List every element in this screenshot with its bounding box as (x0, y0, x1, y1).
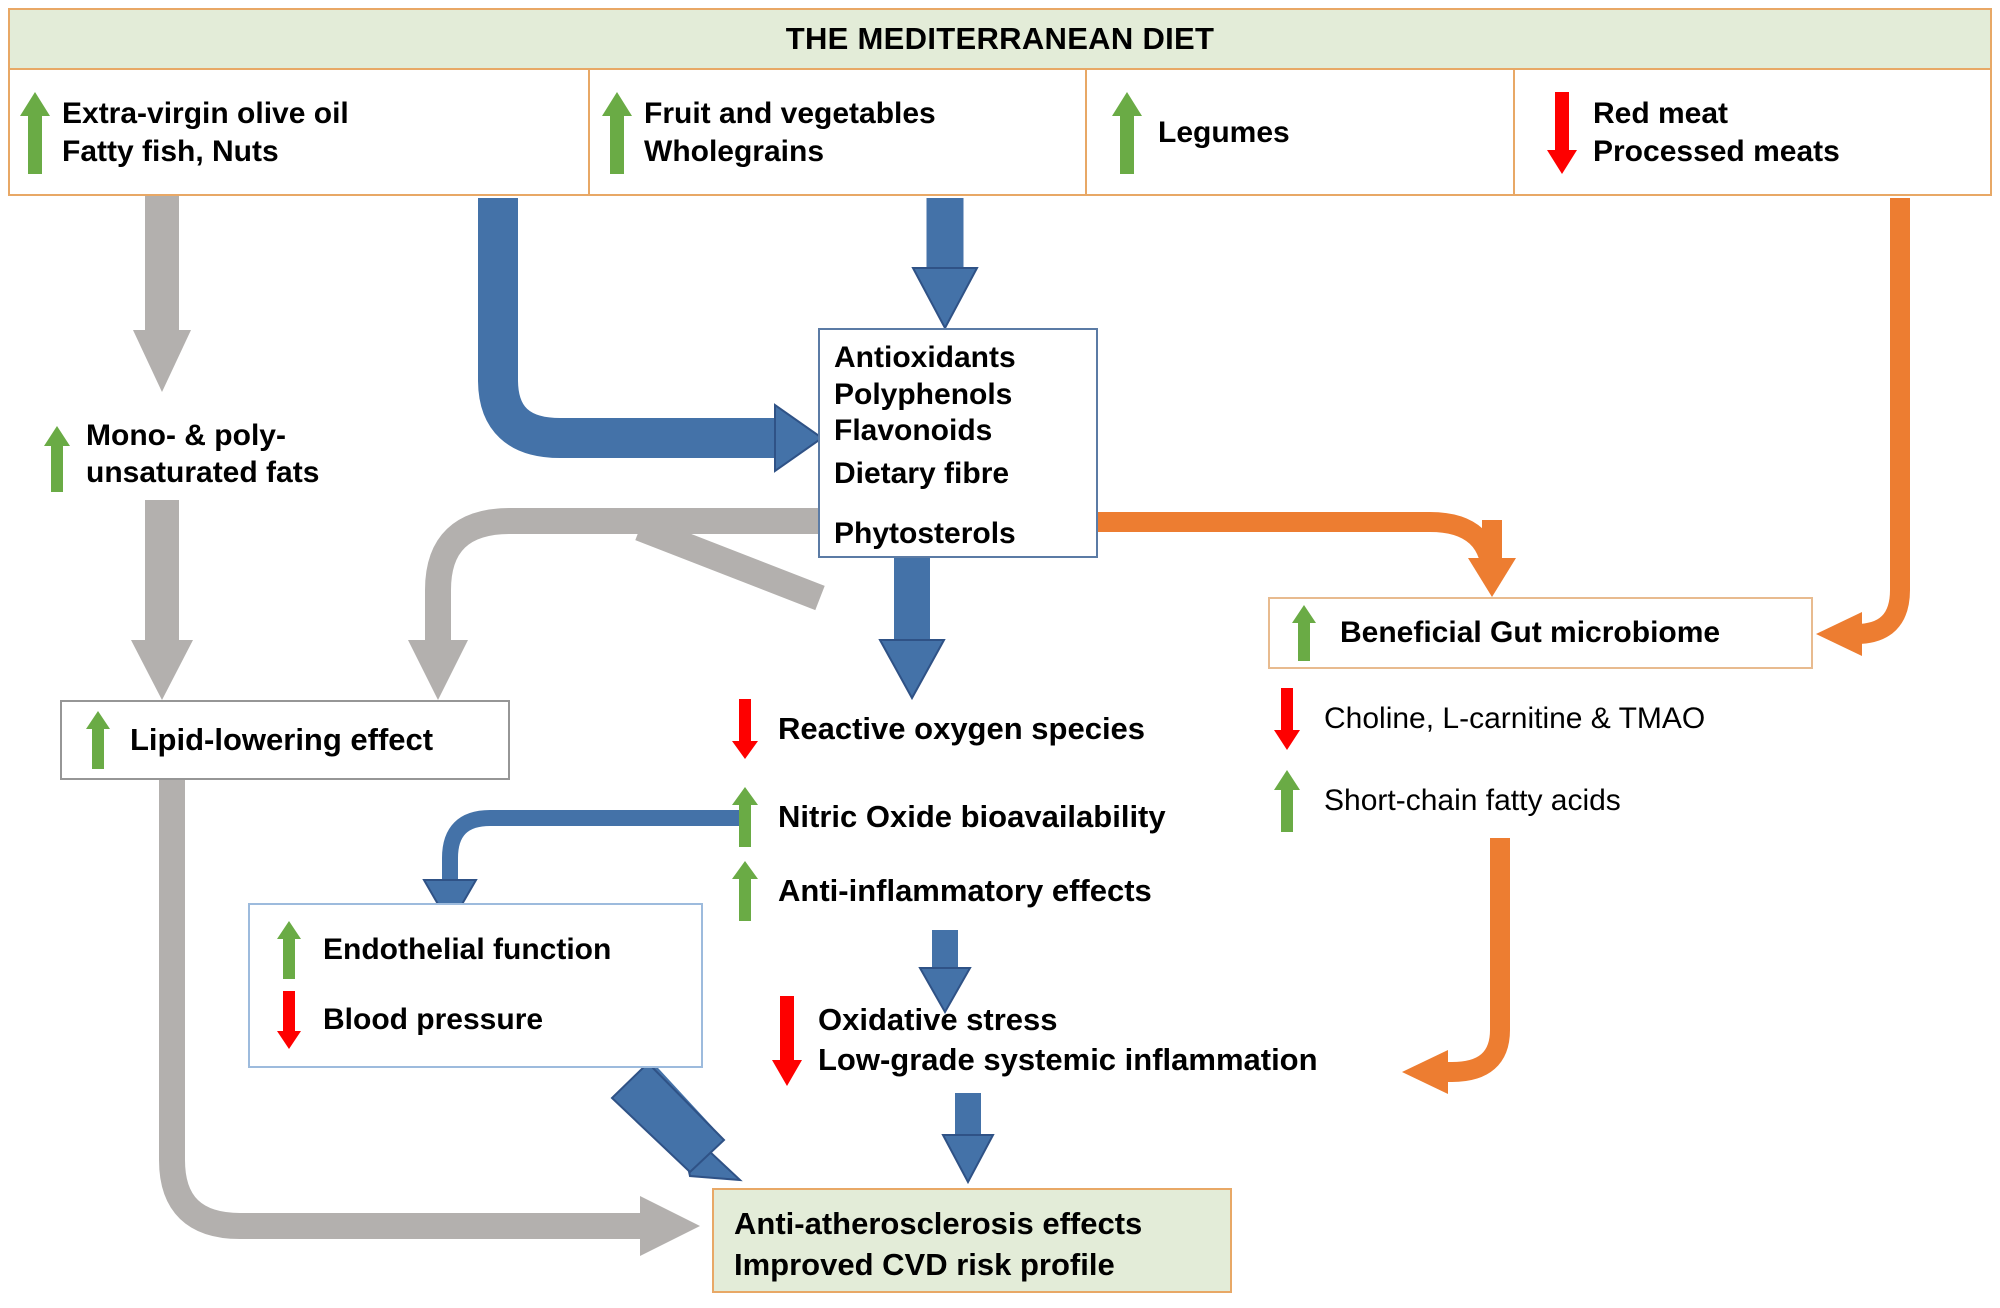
arrow-lipid-to-final (159, 780, 700, 1256)
label-choline-tmao: Choline, L-carnitine & TMAO (1324, 702, 1706, 735)
arrow-endothelial-to-final (610, 1061, 743, 1182)
arrow-fibre-to-gutmicrobiome (1050, 512, 1516, 597)
node-endothelial-box: Endothelial function Blood pressure (248, 903, 703, 1068)
arrow-oliveoil-to-unsatfats (133, 196, 191, 392)
node-unsaturated-fats: Mono- & poly- unsaturated fats (42, 418, 472, 508)
green-up-arrow-icon (600, 90, 634, 176)
arrow-fruitveg-to-antioxidants (478, 198, 824, 473)
food-row-divider-3 (1513, 70, 1515, 196)
arrow-no-to-endothelial (422, 810, 740, 927)
label-lipid-lowering: Lipid-lowering effect (130, 722, 434, 757)
node-reactive-oxygen-species: Reactive oxygen species (730, 697, 1290, 761)
food-row-divider-2 (1085, 70, 1087, 196)
label-gut-microbiome: Beneficial Gut microbiome (1340, 616, 1721, 649)
label-short-chain-fatty-acids: Short-chain fatty acids (1324, 784, 1621, 817)
food-cell-red-meat: Red meat Processed meats (1545, 70, 1985, 196)
red-down-arrow-icon (1545, 90, 1579, 176)
arrow-antioxidants-to-ros (878, 558, 946, 701)
green-up-arrow-icon (1110, 90, 1144, 176)
food-cell-fruit-veg: Fruit and vegetables Wholegrains (600, 70, 1070, 196)
label-anti-inflammatory: Anti-inflammatory effects (778, 873, 1152, 908)
label-dietary-fibre: Dietary fibre (834, 457, 1010, 490)
green-up-arrow-icon (42, 424, 72, 494)
node-antioxidants-box: Antioxidants Polyphenols Flavonoids Diet… (818, 328, 1098, 558)
arrow-antiinflam-to-oxidative (918, 930, 972, 1015)
red-down-arrow-icon (770, 994, 804, 1088)
node-short-chain-fatty-acids: Short-chain fatty acids (1272, 770, 1892, 832)
arrow-fibre-to-lipidlowering (408, 508, 818, 700)
red-down-arrow-icon (1272, 686, 1302, 752)
node-final-outcome-box: Anti-atherosclerosis effects Improved CV… (712, 1188, 1232, 1293)
node-lipid-lowering-box: Lipid-lowering effect (60, 700, 510, 780)
node-gut-microbiome-box: Beneficial Gut microbiome (1268, 597, 1813, 669)
green-up-arrow-icon (84, 709, 112, 771)
page-title: THE MEDITERRANEAN DIET (785, 21, 1215, 56)
arrow-wholegrains-to-antioxidants (911, 198, 979, 331)
green-up-arrow-icon (18, 90, 52, 176)
label-antioxidants-group: Antioxidants Polyphenols Flavonoids (834, 341, 1016, 448)
red-down-arrow-icon (730, 697, 760, 761)
food-label-fruit-veg: Fruit and vegetables Wholegrains (644, 96, 936, 168)
label-blood-pressure: Blood pressure (323, 1003, 544, 1036)
node-choline-tmao: Choline, L-carnitine & TMAO (1272, 688, 1892, 750)
green-up-arrow-icon (730, 859, 760, 923)
green-up-arrow-icon (730, 785, 760, 849)
food-label-red-meat: Red meat Processed meats (1593, 96, 1840, 168)
label-reactive-oxygen-species: Reactive oxygen species (778, 711, 1146, 746)
red-down-arrow-icon (275, 989, 303, 1051)
green-up-arrow-icon (275, 919, 303, 981)
label-oxidative-stress: Oxidative stress Low-grade systemic infl… (818, 1001, 1318, 1077)
food-label-legumes: Legumes (1158, 115, 1290, 149)
arrow-redmeat-to-gutmicrobiome (1816, 198, 1910, 656)
arrow-unsatfats-to-lipid (131, 500, 193, 700)
food-label-olive-oil: Extra-virgin olive oil Fatty fish, Nuts (62, 96, 349, 168)
diet-header-banner: THE MEDITERRANEAN DIET (8, 8, 1992, 70)
node-nitric-oxide: Nitric Oxide bioavailability (730, 785, 1330, 849)
label-unsaturated-fats: Mono- & poly- unsaturated fats (86, 419, 320, 489)
arrow-phytosterols-to-lipidlowering (635, 515, 825, 611)
food-cell-legumes: Legumes (1110, 70, 1490, 196)
green-up-arrow-icon (1290, 603, 1318, 663)
food-cell-olive-oil: Extra-virgin olive oil Fatty fish, Nuts (18, 70, 578, 196)
arrow-oxidative-to-final (941, 1093, 995, 1185)
arrow-scfa-to-inflammation (1402, 838, 1510, 1094)
node-oxidative-stress: Oxidative stress Low-grade systemic infl… (770, 990, 1430, 1090)
node-anti-inflammatory: Anti-inflammatory effects (730, 859, 1330, 923)
food-row-divider-1 (588, 70, 590, 196)
label-final-outcome: Anti-atherosclerosis effects Improved CV… (734, 1206, 1143, 1282)
label-phytosterols: Phytosterols (834, 517, 1016, 550)
food-groups-row (8, 70, 1992, 196)
label-nitric-oxide: Nitric Oxide bioavailability (778, 799, 1166, 834)
green-up-arrow-icon (1272, 768, 1302, 834)
label-endothelial-function: Endothelial function (323, 933, 612, 966)
